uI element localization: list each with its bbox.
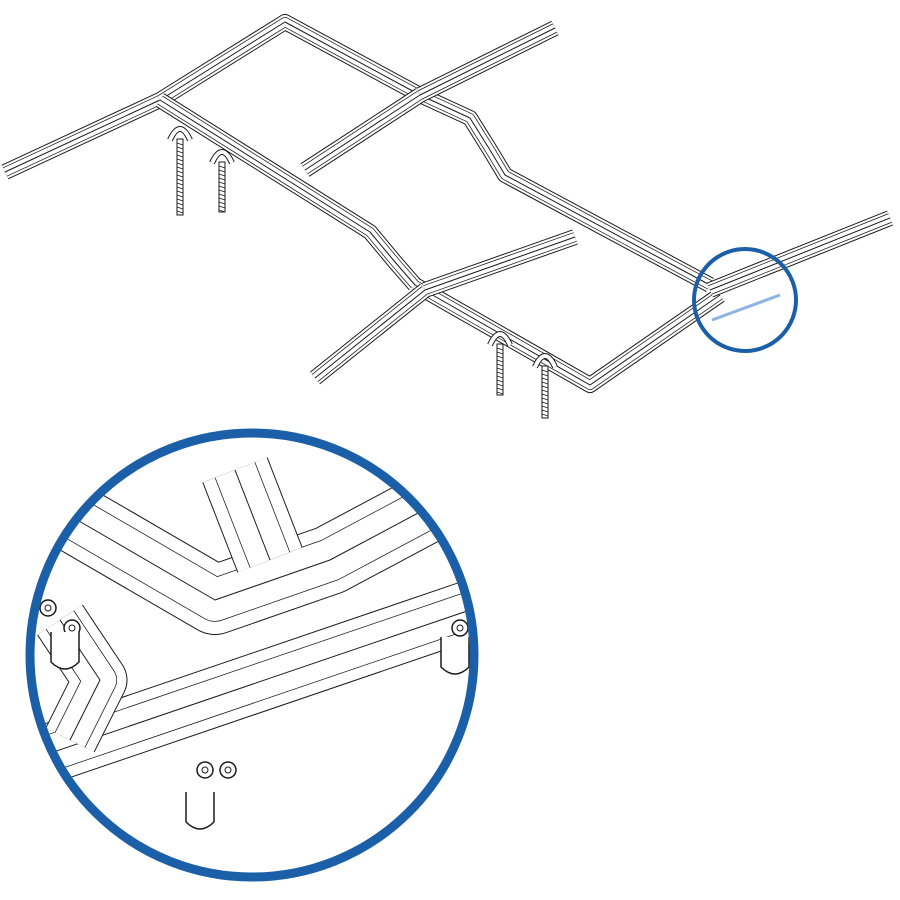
hanger-rod — [487, 331, 513, 396]
hanger-rod — [209, 149, 235, 213]
detail-tray-upper — [42, 449, 470, 635]
detail-clamp — [50, 632, 80, 670]
tray-left-arm — [1, 92, 164, 180]
detail-tray-lower — [34, 581, 470, 789]
hangers — [167, 126, 558, 419]
hanger-rod — [532, 353, 558, 419]
highlighted-joint — [711, 293, 781, 322]
detail-tray-corner — [202, 457, 303, 573]
tray-overview — [1, 14, 893, 393]
tray-top-right — [416, 87, 714, 293]
tray-top-loop — [155, 14, 424, 107]
detail-clamp — [185, 792, 215, 830]
detail-bolt-icon — [451, 619, 469, 637]
big-callout-circle — [25, 428, 479, 882]
tray-top-branch — [416, 20, 559, 103]
detail-clamp — [440, 637, 470, 675]
detail-bolt-icon — [219, 761, 237, 779]
hanger-rod — [167, 126, 193, 216]
tray-right-arm — [707, 210, 893, 298]
tray-lower-run — [411, 278, 725, 393]
tray-mid-branch — [300, 88, 425, 177]
tray-lower-trunk — [155, 93, 422, 291]
small-callout-circle — [692, 247, 798, 353]
detail-bolt-icon — [196, 761, 214, 779]
tray-lower-branch-up — [422, 229, 578, 298]
detail-view — [34, 437, 470, 873]
tray-lower-branch-down — [310, 283, 430, 385]
detail-bolt-icon — [39, 599, 57, 617]
